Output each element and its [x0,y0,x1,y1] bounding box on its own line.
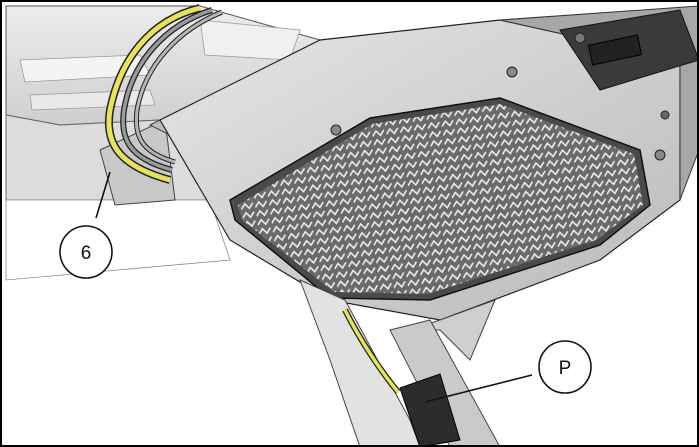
callout-6-label: 6 [81,243,92,264]
a-pillar [299,279,501,447]
leader-line-p [424,374,533,403]
callout-p-circle [538,340,592,394]
callout-6-circle [59,225,113,279]
callout-p: P [538,340,592,394]
callout-6: 6 [59,225,113,279]
callout-p-label: P [559,358,572,379]
speaker-grille [229,97,651,301]
leader-lines [95,171,533,403]
wire-harness [104,4,223,184]
leader-line-6 [95,171,111,219]
